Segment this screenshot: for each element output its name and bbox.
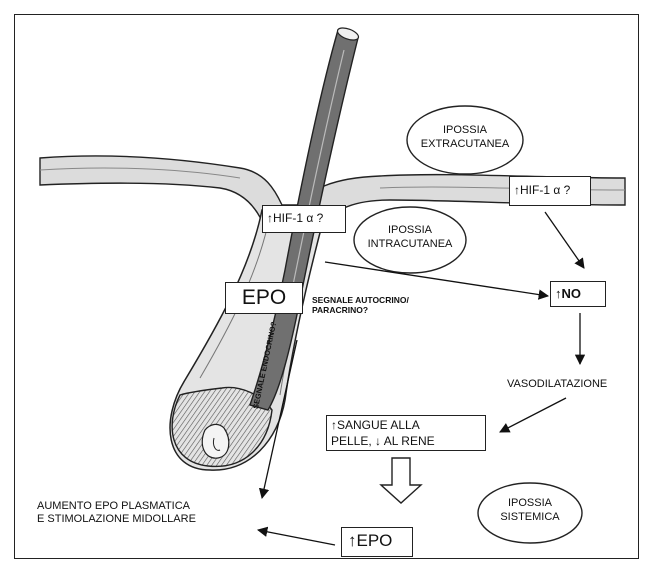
hollow-arrow <box>381 458 421 503</box>
box-epo-main: EPO <box>225 282 303 314</box>
box-epo-bottom: EPO <box>341 527 413 557</box>
box-hif-left: HIF-1 α ? <box>262 205 346 233</box>
arrow-vasodilatazione-to-sangue <box>500 398 566 432</box>
arrow-hif-right-to-no <box>545 212 584 268</box>
down-arrow-icon: ↓ <box>375 434 381 448</box>
label-vasodilatazione: VASODILATAZIONE <box>507 378 607 391</box>
box-no: NO <box>550 281 606 307</box>
box-hif-right: HIF-1 α ? <box>509 176 591 206</box>
label-segnale-autocrino: SEGNALE AUTOCRINO/PARACRINO? <box>312 296 409 316</box>
arrow-epo-bottom-to-aumento <box>258 530 335 545</box>
up-arrow-icon <box>348 531 357 550</box>
box-sangue-alla-pelle: SANGUE ALLA PELLE, ↓ AL RENE <box>326 415 486 451</box>
